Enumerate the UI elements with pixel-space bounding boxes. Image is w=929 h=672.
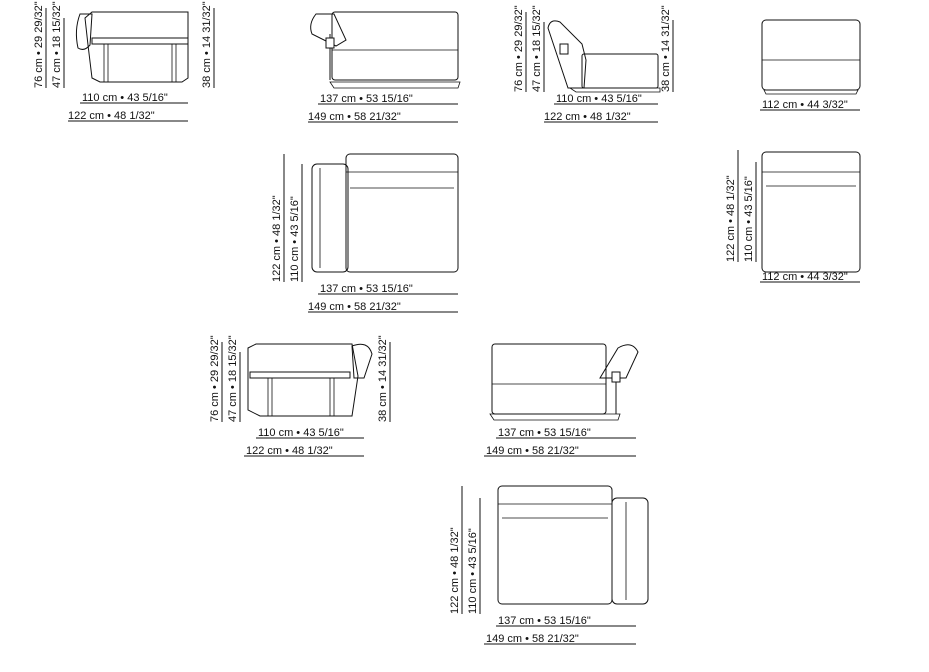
view-i-dim-depth-outer: 122 cm • 48 1/32" (449, 527, 461, 614)
view-g-side-elevation: 110 cm • 43 5/16" 122 cm • 48 1/32" 76 c… (209, 335, 391, 457)
view-b-base (329, 81, 461, 89)
view-a-dim-height: 76 cm • 29 29/32" (33, 1, 45, 88)
view-c-dim-seat: 38 cm • 14 31/32" (660, 5, 672, 92)
view-h-dim-inner: 137 cm • 53 15/16" (498, 427, 591, 439)
view-d-body (761, 19, 861, 91)
view-a-dim-outer: 122 cm • 48 1/32" (68, 110, 155, 122)
view-c-dim-arm: 47 cm • 18 15/32" (531, 5, 543, 92)
view-b-dim-outer: 149 cm • 58 21/32" (308, 111, 401, 123)
view-a-dim-inner: 110 cm • 43 5/16" (82, 92, 168, 104)
view-e-armrest (311, 163, 349, 273)
view-g-armrest (351, 343, 373, 379)
view-i-dim-outer: 149 cm • 58 21/32" (486, 633, 579, 645)
view-a-dim-arm: 47 cm • 18 15/32" (51, 1, 63, 88)
view-a-body (84, 11, 189, 83)
view-h-front-elevation: 137 cm • 53 15/16" 149 cm • 58 21/32" (484, 343, 639, 457)
view-e-plan: 137 cm • 53 15/16" 149 cm • 58 21/32" 12… (271, 153, 459, 313)
view-h-dim-outer: 149 cm • 58 21/32" (486, 445, 579, 457)
view-b-front-elevation: 137 cm • 53 15/16" 149 cm • 58 21/32" (308, 11, 461, 123)
view-f-seat (761, 151, 861, 273)
view-g-dim-seat: 38 cm • 14 31/32" (377, 335, 389, 422)
view-c-dim-height: 76 cm • 29 29/32" (513, 5, 525, 92)
view-c-seat (581, 53, 659, 89)
view-h-armrest (599, 344, 639, 379)
view-c-side-elevation: 110 cm • 43 5/16" 122 cm • 48 1/32" 76 c… (513, 5, 674, 123)
view-h-base (489, 413, 621, 421)
view-e-dim-depth-inner: 110 cm • 43 5/16" (289, 196, 301, 282)
view-a-seat (91, 37, 189, 45)
view-c-dim-inner: 110 cm • 43 5/16" (556, 93, 642, 105)
view-a-armrest (75, 13, 93, 50)
view-h-body (491, 343, 607, 415)
view-e-seat (345, 153, 459, 273)
view-f-dim-depth-inner: 110 cm • 43 5/16" (743, 176, 755, 262)
view-a-dim-seat: 38 cm • 14 31/32" (201, 1, 213, 88)
view-e-dim-outer: 149 cm • 58 21/32" (308, 301, 401, 313)
view-d-front-elevation: 112 cm • 44 3/32" (760, 19, 861, 111)
view-i-armrest (611, 497, 649, 605)
view-c-dim-outer: 122 cm • 48 1/32" (544, 111, 631, 123)
view-d-dim-inner: 112 cm • 44 3/32" (762, 99, 848, 111)
view-g-dim-inner: 110 cm • 43 5/16" (258, 427, 344, 439)
view-g-dim-outer: 122 cm • 48 1/32" (246, 445, 333, 457)
view-i-plan: 137 cm • 53 15/16" 149 cm • 58 21/32" 12… (449, 485, 649, 645)
view-f-dim-inner: 112 cm • 44 3/32" (762, 271, 848, 283)
view-e-dim-inner: 137 cm • 53 15/16" (320, 283, 413, 295)
view-b-dim-inner: 137 cm • 53 15/16" (320, 93, 413, 105)
view-f-dim-depth-outer: 122 cm • 48 1/32" (725, 175, 737, 262)
view-g-seat (249, 371, 351, 379)
view-e-dim-depth-outer: 122 cm • 48 1/32" (271, 195, 283, 282)
view-g-body (247, 343, 359, 417)
view-i-dim-inner: 137 cm • 53 15/16" (498, 615, 591, 627)
view-f-plan: 112 cm • 44 3/32" 122 cm • 48 1/32" 110 … (725, 150, 861, 283)
view-g-dim-height: 76 cm • 29 29/32" (209, 335, 221, 422)
view-b-body (331, 11, 459, 81)
view-b-armrest (310, 13, 347, 47)
view-i-dim-depth-inner: 110 cm • 43 5/16" (467, 528, 479, 614)
view-a-side-elevation: 110 cm • 43 5/16" 122 cm • 48 1/32" 76 c… (33, 1, 215, 122)
view-c-back (547, 20, 587, 89)
view-g-dim-arm: 47 cm • 18 15/32" (227, 335, 239, 422)
